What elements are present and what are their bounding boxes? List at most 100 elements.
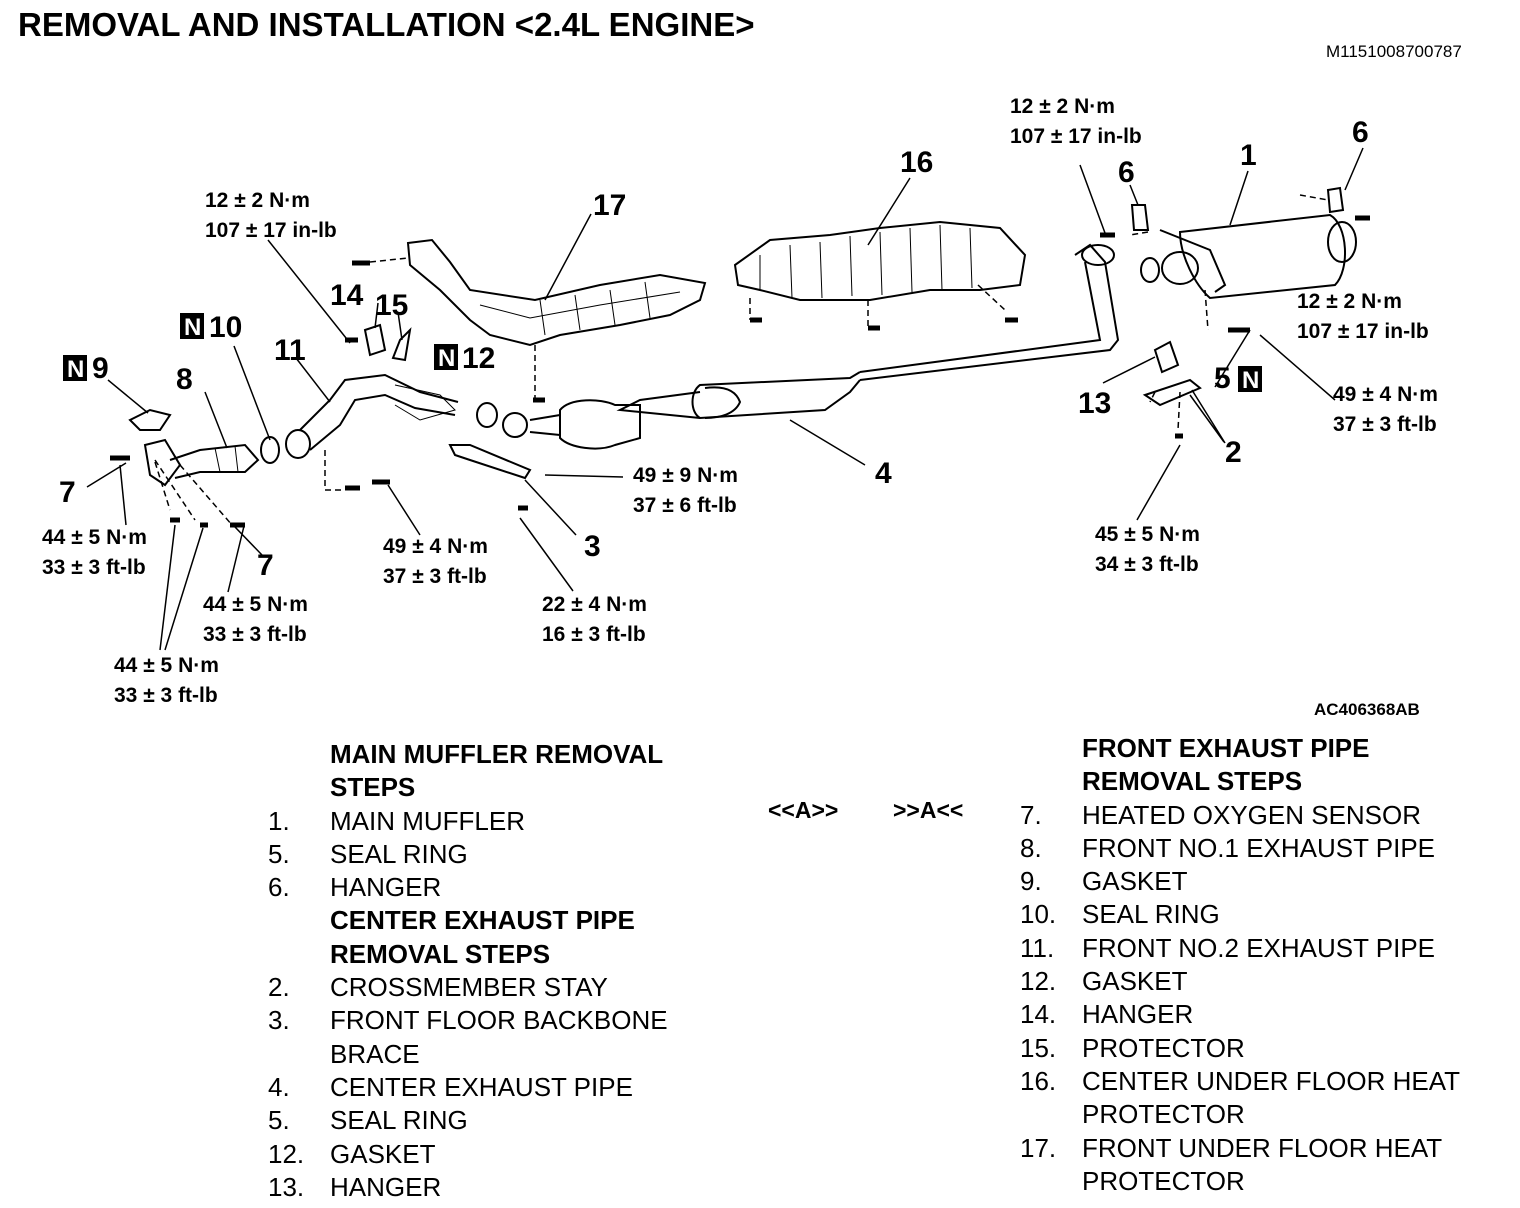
step-heading: CENTER EXHAUST PIPE bbox=[268, 904, 708, 937]
step-number: 7. bbox=[1020, 799, 1042, 830]
step-number: 15. bbox=[1020, 1032, 1057, 1063]
step-item: 16.CENTER UNDER FLOOR HEAT bbox=[1020, 1065, 1510, 1098]
step-number: 10. bbox=[1020, 899, 1057, 930]
crossmember-stay bbox=[1142, 378, 1202, 407]
torque-spec-nm: 49 ± 4 N·m bbox=[383, 535, 488, 558]
step-number: 5. bbox=[268, 838, 290, 869]
step-number: 9. bbox=[1020, 866, 1042, 897]
step-text: SEAL RING bbox=[330, 838, 468, 869]
callout-13: 13 bbox=[1078, 387, 1111, 420]
torque-spec-nm: 12 ± 2 N·m bbox=[1010, 95, 1115, 118]
exhaust-system-diagram: 17 16 1 6 6 14 15 11 10 8 9 12 13 5 2 4 … bbox=[42, 95, 1438, 707]
step-text: HEATED OXYGEN SENSOR bbox=[1082, 799, 1422, 830]
step-text: SEAL RING bbox=[1082, 899, 1220, 930]
callout-6-top: 6 bbox=[1118, 156, 1135, 189]
step-text: GASKET bbox=[330, 1138, 436, 1169]
hanger-6-right bbox=[1326, 186, 1345, 214]
front-floor-backbone-brace bbox=[448, 444, 532, 480]
step-heading: STEPS bbox=[268, 771, 708, 804]
step-number: 12. bbox=[268, 1138, 305, 1169]
torque-spec-nm: 44 ± 5 N·m bbox=[114, 654, 219, 677]
callout-14: 14 bbox=[330, 279, 364, 312]
step-item: 14. HANGER bbox=[1020, 998, 1510, 1031]
step-number: 4. bbox=[268, 1071, 290, 1102]
torque-spec-nm: 49 ± 9 N·m bbox=[633, 464, 738, 487]
step-text: FRONT NO.1 EXHAUST PIPE bbox=[1082, 832, 1436, 863]
torque-spec-imperial: 107 ± 17 in-lb bbox=[205, 219, 337, 242]
svg-text:N: N bbox=[438, 345, 455, 372]
step-number: 6. bbox=[268, 872, 290, 903]
step-heading: REMOVAL STEPS bbox=[268, 938, 708, 971]
torque-spec-nm: 12 ± 2 N·m bbox=[1297, 290, 1402, 313]
step-text: GASKET bbox=[1082, 966, 1188, 997]
main-muffler bbox=[1178, 213, 1346, 300]
torque-spec-nm: 22 ± 4 N·m bbox=[542, 593, 647, 616]
step-text: CENTER EXHAUST PIPE bbox=[330, 1071, 633, 1102]
step-heading: FRONT EXHAUST PIPE bbox=[1020, 732, 1510, 765]
page-title: REMOVAL AND INSTALLATION <2.4L ENGINE> bbox=[18, 6, 755, 43]
step-number: 16. bbox=[1020, 1065, 1057, 1096]
callout-3: 3 bbox=[584, 530, 601, 563]
callout-12: 12 bbox=[462, 342, 495, 375]
callout-15: 15 bbox=[375, 289, 408, 322]
step-item: PROTECTOR bbox=[1020, 1165, 1510, 1198]
step-text: BRACE bbox=[330, 1038, 420, 1069]
torque-spec-imperial: 37 ± 3 ft-lb bbox=[1333, 413, 1437, 436]
front-no1-exhaust-pipe bbox=[169, 443, 260, 479]
step-number: 13. bbox=[268, 1171, 305, 1202]
step-item: 9. GASKET bbox=[1020, 865, 1510, 898]
step-text: PROTECTOR bbox=[1082, 1099, 1245, 1130]
callout-1: 1 bbox=[1240, 139, 1257, 172]
callout-16: 16 bbox=[900, 146, 933, 179]
new-part-badge: N bbox=[180, 313, 204, 341]
step-heading-text: CENTER EXHAUST PIPE bbox=[330, 905, 635, 936]
callout-9: 9 bbox=[92, 352, 109, 385]
step-text: HANGER bbox=[330, 872, 442, 903]
hanger-13 bbox=[1153, 340, 1180, 374]
step-heading-text: REMOVAL STEPS bbox=[1082, 766, 1303, 797]
front-under-floor-heat-protector bbox=[406, 238, 707, 347]
hanger-14 bbox=[363, 323, 387, 357]
step-item: 10. SEAL RING bbox=[1020, 898, 1510, 931]
callout-7-left: 7 bbox=[59, 476, 76, 509]
hanger-6-top bbox=[1130, 204, 1150, 231]
step-number: 5. bbox=[268, 1105, 290, 1136]
step-item: 11.FRONT NO.2 EXHAUST PIPE bbox=[1020, 932, 1510, 965]
step-item: 8.FRONT NO.1 EXHAUST PIPE bbox=[1020, 832, 1510, 865]
new-part-badge: N bbox=[1238, 366, 1262, 394]
step-item: 2.CROSSMEMBER STAY bbox=[268, 971, 708, 1004]
torque-spec-imperial: 37 ± 6 ft-lb bbox=[633, 494, 737, 517]
step-item: 5.SEAL RING bbox=[268, 1104, 708, 1137]
step-text: GASKET bbox=[1082, 866, 1188, 897]
rear-pipe bbox=[859, 243, 1120, 381]
center-exhaust-pipe bbox=[691, 371, 861, 420]
step-item: 13.HANGER bbox=[268, 1171, 708, 1204]
step-text: PROTECTOR bbox=[1082, 1165, 1245, 1196]
step-number: 1. bbox=[268, 805, 290, 836]
center-under-floor-heat-protector bbox=[733, 220, 1027, 301]
callout-2: 2 bbox=[1225, 436, 1242, 469]
protector-15 bbox=[391, 327, 412, 362]
step-heading-text: MAIN MUFFLER REMOVAL bbox=[330, 739, 664, 769]
step-item: 12.GASKET bbox=[1020, 965, 1510, 998]
step-item: PROTECTOR bbox=[1020, 1098, 1510, 1131]
callout-7-mid: 7 bbox=[257, 549, 274, 582]
step-item: 5. SEAL RING bbox=[268, 838, 708, 871]
callout-11: 11 bbox=[274, 334, 306, 367]
step-item: 4. CENTER EXHAUST PIPE bbox=[268, 1071, 708, 1104]
new-part-badge: N bbox=[63, 355, 87, 383]
step-text: MAIN MUFFLER bbox=[330, 805, 525, 836]
torque-spec-imperial: 33 ± 3 ft-lb bbox=[42, 556, 146, 579]
step-heading: MAIN MUFFLER REMOVAL bbox=[268, 738, 708, 771]
callout-17: 17 bbox=[593, 189, 626, 222]
step-heading-text: STEPS bbox=[330, 772, 416, 803]
step-text: FRONT FLOOR BACKBONE bbox=[330, 1005, 668, 1036]
step-text: HANGER bbox=[1082, 999, 1194, 1030]
torque-spec-nm: 44 ± 5 N·m bbox=[203, 593, 308, 616]
step-number: 14. bbox=[1020, 999, 1057, 1030]
figure-id: AC406368AB bbox=[1314, 700, 1420, 719]
torque-spec-nm: 44 ± 5 N·m bbox=[42, 526, 147, 549]
callout-6-right: 6 bbox=[1352, 116, 1369, 149]
step-number: 11. bbox=[1020, 932, 1055, 963]
